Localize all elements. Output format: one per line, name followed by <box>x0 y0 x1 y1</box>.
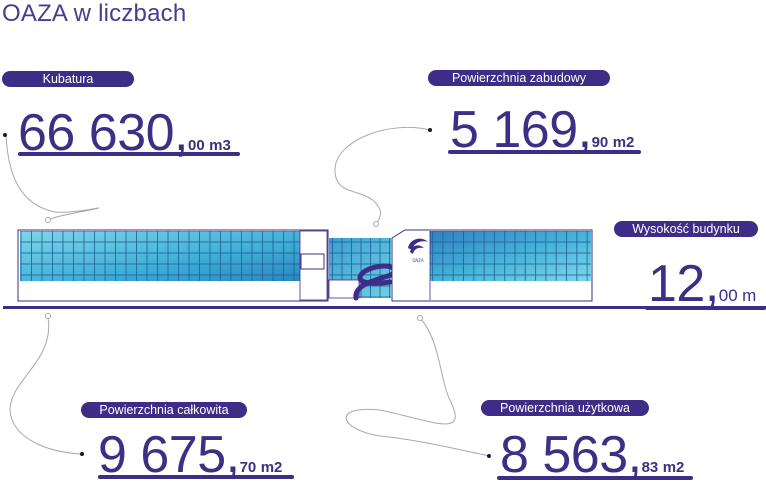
uzytkowa-label: Powierzchnia użytkowa <box>481 400 649 416</box>
wysokosc-whole: 12, <box>648 255 719 313</box>
connector-end-calkowita <box>45 313 51 319</box>
calkowita-whole: 9 675, <box>98 426 240 484</box>
zabudowy-dot <box>428 128 432 132</box>
zabudowy-decimal: 90 <box>591 134 609 151</box>
calkowita-unit: m2 <box>260 459 283 476</box>
connector-kubatura <box>5 134 99 221</box>
calkowita-dot <box>80 452 84 456</box>
uzytkowa-unit: m2 <box>662 459 685 476</box>
connector-end-zabudowy <box>373 221 379 227</box>
kubatura-unit: m3 <box>209 137 231 154</box>
wysokosc-underline <box>645 306 766 310</box>
uzytkowa-whole: 8 563, <box>500 426 642 484</box>
kubatura-label: Kubatura <box>2 71 134 87</box>
building-right-wing: OAZA <box>391 229 593 302</box>
zabudowy-label: Powierzchnia zabudowy <box>428 70 610 86</box>
connector-end-kubatura <box>45 217 51 223</box>
wysokosc-unit: m <box>742 286 757 305</box>
uzytkowa-dot <box>487 454 491 458</box>
wysokosc-decimal: 00 <box>718 286 738 305</box>
wysokosc-label: Wysokość budynku <box>614 221 758 237</box>
building-middle <box>328 238 397 301</box>
wysokosc-value: 12,00 m <box>648 254 756 314</box>
zabudowy-value: 5 169,90 m2 <box>450 100 634 160</box>
zabudowy-underline <box>448 150 641 154</box>
uzytkowa-value: 8 563,83 m2 <box>500 425 684 485</box>
connector-calkowita <box>9 317 81 455</box>
calkowita-decimal: 70 <box>239 459 257 476</box>
calkowita-underline <box>98 475 294 479</box>
uzytkowa-underline <box>497 476 693 480</box>
kubatura-decimal: 00 <box>188 137 205 154</box>
building-left-wing <box>17 229 329 302</box>
connector-end-uzytkowa <box>417 315 423 321</box>
oaza-logo-icon: OAZA <box>408 238 428 263</box>
svg-text:OAZA: OAZA <box>412 258 424 263</box>
kubatura-dot <box>3 133 7 137</box>
zabudowy-whole: 5 169, <box>450 101 592 159</box>
calkowita-value: 9 675,70 m2 <box>98 425 282 485</box>
connector-zabudowy <box>334 126 431 225</box>
page-title: OAZA w liczbach <box>2 0 187 27</box>
ground-line <box>3 306 766 309</box>
zabudowy-unit: m2 <box>612 134 635 151</box>
calkowita-label: Powierzchnia całkowita <box>81 402 247 418</box>
uzytkowa-decimal: 83 <box>641 459 659 476</box>
connector-uzytkowa <box>345 317 491 457</box>
kubatura-underline <box>18 152 240 156</box>
